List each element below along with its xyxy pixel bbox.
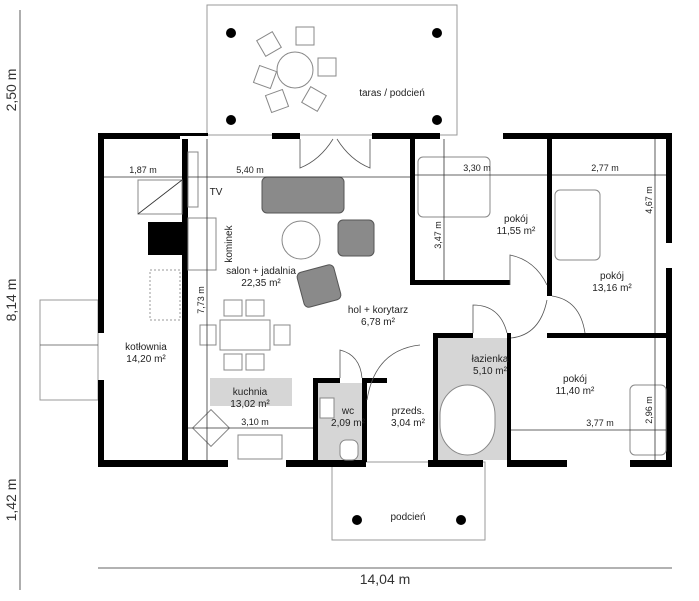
armchair-icon xyxy=(296,264,342,308)
dim-terrace-depth: 2,50 m xyxy=(3,69,19,112)
dim-room2-width: 2,77 m xyxy=(591,163,619,173)
room-area: 6,78 m² xyxy=(361,317,396,328)
dimension-lines xyxy=(19,10,672,590)
room-name: wc xyxy=(341,406,354,417)
sink-icon xyxy=(237,434,283,460)
dining-table-icon xyxy=(219,319,271,351)
coffee-table-icon xyxy=(281,220,321,260)
side-entrance xyxy=(39,299,99,401)
sofa-icon xyxy=(261,176,345,214)
room-name: pokój xyxy=(504,214,528,225)
room-area: 13,02 m² xyxy=(230,399,270,410)
room-area: 3,04 m² xyxy=(391,418,426,429)
dim-overall-width: 14,04 m xyxy=(360,571,411,587)
room-area: 22,35 m² xyxy=(241,278,281,289)
tv-label: TV xyxy=(210,187,223,198)
dim-boiler-width: 1,87 m xyxy=(129,165,157,175)
dim-room2-depth: 4,67 m xyxy=(644,186,654,214)
room-name: kuchnia xyxy=(233,387,268,398)
bed-icon xyxy=(417,156,491,218)
room-name: kotłownia xyxy=(125,342,167,353)
room-area: 5,10 m² xyxy=(473,366,508,377)
terrace: taras / podcień xyxy=(206,4,458,136)
fireplace-label: kominek xyxy=(224,224,235,262)
room-area: 11,55 m² xyxy=(497,226,536,237)
walls xyxy=(98,133,672,467)
dim-kitchen-width: 3,10 m xyxy=(241,417,269,427)
dim-living-width: 5,40 m xyxy=(236,165,264,175)
dim-living-depth: 7,73 m xyxy=(196,286,206,314)
terrace-label: taras / podcień xyxy=(359,88,425,99)
toilet-icon xyxy=(339,439,359,461)
room-name: pokój xyxy=(563,374,587,385)
room-area: 13,16 m² xyxy=(592,283,632,294)
dim-house-depth: 8,14 m xyxy=(3,279,19,322)
patio-table-icon xyxy=(252,26,337,114)
dim-room3-depth: 2,96 m xyxy=(644,396,654,424)
bed-icon xyxy=(554,189,601,261)
porch-label: podcień xyxy=(390,512,425,523)
fireplace-icon xyxy=(187,217,217,271)
washbasin-icon xyxy=(319,397,335,419)
room-name: łazienka xyxy=(472,354,509,365)
porch: podcień xyxy=(331,461,486,541)
tv-unit-icon xyxy=(187,151,199,208)
room-name: hol + korytarz xyxy=(348,305,408,316)
room-name: pokój xyxy=(600,271,624,282)
dim-room1-width: 3,30 m xyxy=(463,163,491,173)
dim-porch-depth: 1,42 m xyxy=(3,479,19,522)
room-name: przeds. xyxy=(392,406,425,417)
room-name: salon + jadalnia xyxy=(226,266,296,277)
bathtub-icon xyxy=(439,384,496,456)
kitchen-floor xyxy=(210,378,292,406)
doors xyxy=(40,138,586,401)
dim-room1-depth: 3,47 m xyxy=(433,221,443,249)
room-area: 2,09 m² xyxy=(331,418,366,429)
room-area: 14,20 m² xyxy=(126,354,166,365)
bed-icon xyxy=(629,384,667,456)
dim-room3-width: 3,77 m xyxy=(586,418,614,428)
armchair-icon xyxy=(337,219,375,257)
room-area: 11,40 m² xyxy=(556,386,595,397)
